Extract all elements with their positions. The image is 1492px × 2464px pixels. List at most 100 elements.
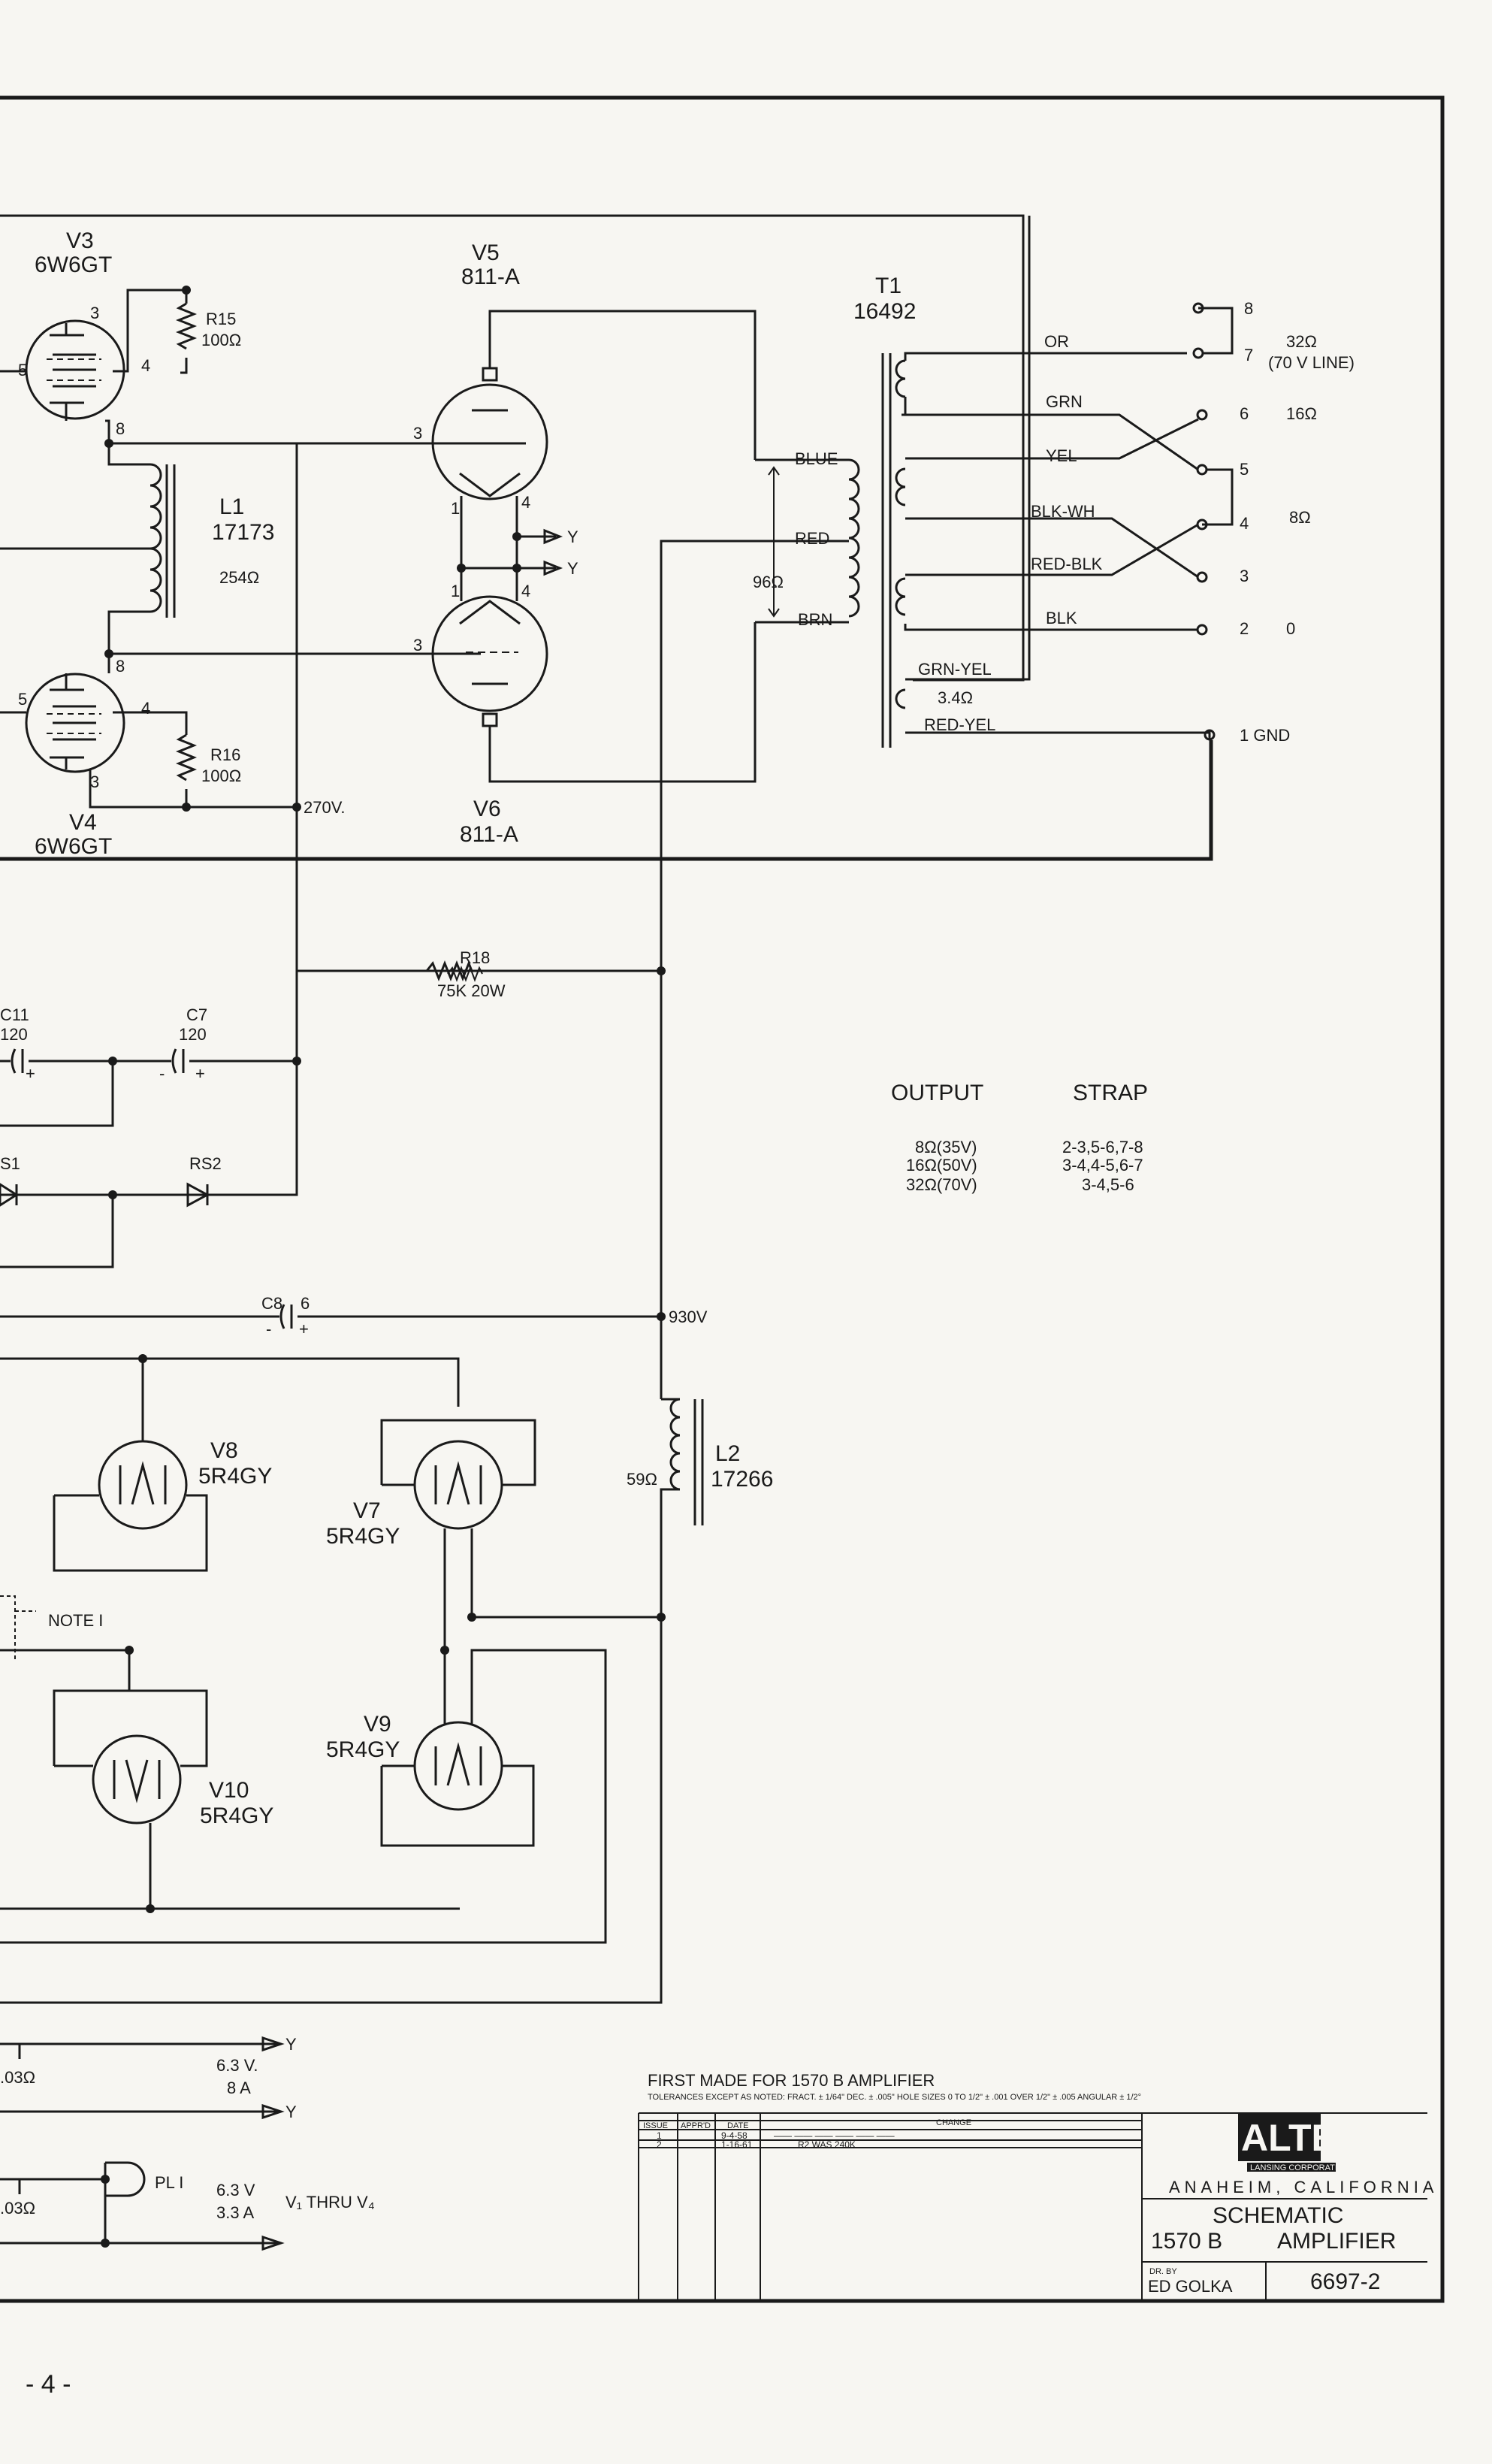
pin-label: 3 (413, 424, 422, 443)
output-stage-outline (0, 740, 1213, 861)
tube-v9-ref: V9 (364, 1712, 391, 1737)
c8-ref: C8 (261, 1294, 282, 1313)
tube-v6 (431, 595, 548, 727)
terminal-3: 3 (1240, 567, 1249, 585)
terminal-7-line: (70 V LINE) (1268, 353, 1355, 372)
wire-blk-wh: BLK-WH (1031, 502, 1095, 521)
l1-ref: L1 (219, 494, 244, 519)
tube-v5 (431, 367, 548, 500)
l1-value: 254Ω (219, 568, 259, 587)
pin-label: 1 (451, 499, 460, 518)
tube-v3-type: 6W6GT (35, 252, 112, 277)
strap-row-output: 16Ω(50V) (906, 1156, 977, 1175)
output-terminals (1192, 302, 1234, 741)
tube-v7-type: 5R4GY (326, 1524, 400, 1549)
terminal-4-impedance: 8Ω (1289, 508, 1311, 527)
terminal-6: 6 (1240, 404, 1249, 423)
wire-yel: YEL (1046, 446, 1077, 465)
altec-logo (1238, 2113, 1321, 2161)
wire-blk: BLK (1046, 609, 1077, 627)
r-tertiary-value: 3.4Ω (938, 688, 973, 707)
rs2-ref: RS2 (189, 1154, 222, 1173)
c7-ref: C7 (186, 1005, 207, 1024)
r15-ref: R15 (206, 310, 236, 328)
rev-row-date: 1-16-61 (721, 2139, 753, 2150)
drawn-by-label: DR. BY (1149, 2267, 1177, 2276)
tube-v6-type: 811-A (460, 822, 518, 847)
tube-v5-ref: V5 (472, 240, 500, 265)
cap-plus: + (195, 1064, 205, 1083)
rev-header-date: DATE (727, 2121, 749, 2130)
inductor-l1 (0, 443, 176, 654)
cap-minus: - (159, 1064, 165, 1083)
pin-label: 4 (141, 356, 150, 375)
product: AMPLIFIER (1277, 2229, 1396, 2254)
tube-v4-type: 6W6GT (35, 834, 112, 859)
pin-label: 3 (413, 636, 422, 655)
tube-v3 (25, 319, 125, 421)
tube-v3-ref: V3 (66, 228, 94, 253)
cap-plus: + (26, 1064, 35, 1083)
pin-label: 8 (116, 657, 125, 676)
tube-v7-ref: V7 (353, 1498, 381, 1523)
rev-header-change: CHANGE (936, 2118, 971, 2127)
wire-brn: BRN (798, 610, 832, 629)
rev-row-date: 9-4-58 (721, 2130, 748, 2141)
pin-label: Y (567, 528, 578, 546)
tube-v10-type: 5R4GY (200, 1803, 273, 1828)
heater-resistor-2: .03Ω (0, 2199, 35, 2218)
t1-ref: T1 (875, 274, 902, 298)
page-number: - 4 - (26, 2370, 71, 2399)
tube-v8 (0, 1354, 460, 1572)
pin-label: 3 (90, 772, 99, 791)
rev-row-issue: 2 (657, 2139, 662, 2150)
terminal-4: 4 (1240, 514, 1249, 533)
tube-v10 (0, 1689, 460, 1913)
tube-v4 (25, 673, 125, 773)
pin-label: 4 (521, 582, 530, 600)
l2-value: 59Ω (627, 1470, 657, 1489)
tube-v5-type: 811-A (461, 265, 520, 289)
pin-label: 4 (521, 493, 530, 512)
tube-v4-ref: V4 (69, 810, 97, 835)
l2-ref: L2 (715, 1441, 740, 1466)
drawn-by: ED GOLKA (1148, 2277, 1233, 2296)
wire-grn: GRN (1046, 392, 1083, 411)
c11-value: 120 (0, 1025, 28, 1044)
wire-blue: BLUE (795, 449, 838, 468)
altec-logo-bar (1247, 2163, 1336, 2172)
rev-row-issue: 1 (657, 2130, 662, 2141)
terminal-5: 5 (1240, 460, 1249, 479)
pin-label: 5 (18, 690, 27, 709)
rev-header-apprd: APPR'D (681, 2121, 711, 2130)
wire-grn-yel: GRN-YEL (918, 660, 992, 679)
rev-row-change: —— —— —— —— —— —— (774, 2130, 895, 2141)
r16-ref: R16 (210, 745, 240, 764)
strap-row-strap: 3-4,4-5,6-7 (1062, 1156, 1143, 1175)
terminal-8: 8 (1244, 299, 1253, 318)
strap-table: OUTPUT STRAP 8Ω(35V) 2-3,5-6,7-8 16Ω(50V… (891, 1081, 1148, 1194)
voltage-270v: 270V. (304, 798, 345, 817)
terminal-7-impedance: 32Ω (1286, 332, 1317, 351)
pilot-lamp: PL I (155, 2173, 183, 2192)
terminal-2-value: 0 (1286, 619, 1295, 638)
r15-value: 100Ω (201, 331, 241, 349)
pin-label: 4 (141, 699, 150, 718)
transformer-t1 (660, 216, 1211, 782)
drawing-number: 6697-2 (1310, 2269, 1380, 2294)
heater-resistor-1: .03Ω (0, 2068, 35, 2087)
cap-minus: - (266, 1320, 271, 1338)
rev-row-change: R2 WAS 240K (798, 2139, 856, 2150)
r18-value: 75K 20W (437, 981, 506, 1000)
strap-row-output: 8Ω(35V) (915, 1138, 977, 1156)
terminal-2: 2 (1240, 619, 1249, 638)
strap-header-strap: STRAP (1073, 1081, 1148, 1105)
tube-v10-ref: V10 (209, 1778, 249, 1803)
heater-current-2: 3.3 A (216, 2203, 254, 2222)
terminal-1-gnd: 1 GND (1240, 726, 1290, 745)
heater-current-1: 8 A (227, 2079, 251, 2097)
tube-v7 (380, 1419, 661, 1691)
l1-part: 17173 (212, 520, 274, 545)
r18-ref: R18 (460, 948, 490, 967)
